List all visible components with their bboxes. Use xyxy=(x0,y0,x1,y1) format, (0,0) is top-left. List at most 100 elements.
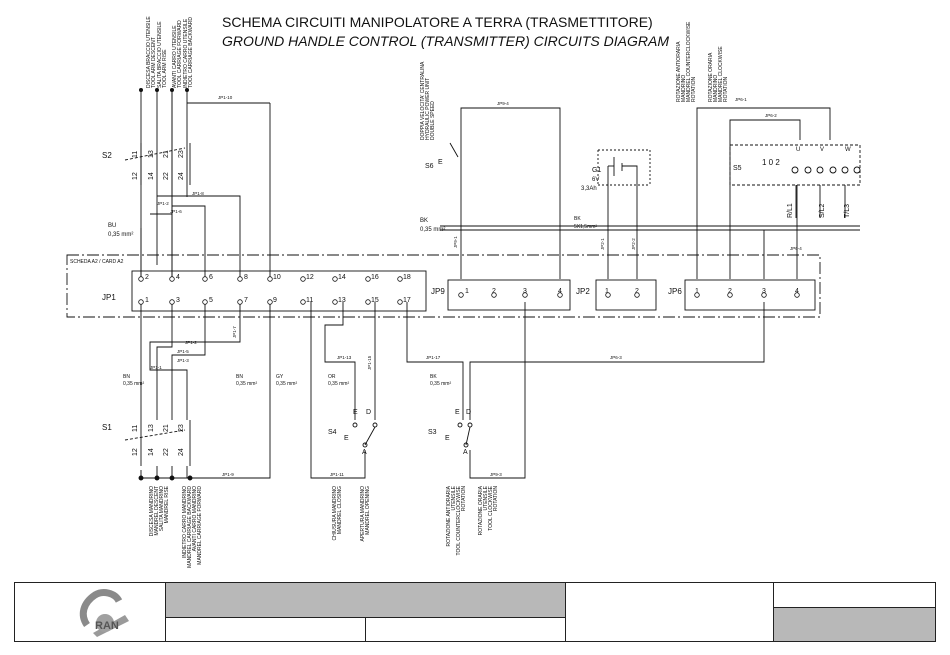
wire-tag: JP1-17 xyxy=(426,355,441,360)
function-label: MANDREL CLOCKWISE xyxy=(718,46,724,102)
function-label: MANDREL CARRIAGE BACKWARD xyxy=(187,486,193,568)
jp1-pin: 16 xyxy=(371,274,379,281)
wire-color: BK xyxy=(574,216,581,222)
wire-tag: JP9-1 xyxy=(453,236,458,248)
wire-size: 0,35 mm² xyxy=(236,381,257,387)
function-label: TOOL ARM RISE xyxy=(162,49,168,88)
jp2-label: JP2 xyxy=(576,287,590,296)
function-label: SALITA BRACCIO UTENSILE xyxy=(157,21,163,88)
battery-name: G1 xyxy=(592,167,601,174)
contact-number: 24 xyxy=(178,448,185,456)
wire-tag: JP1-1 xyxy=(150,365,162,370)
function-label: ROTATION xyxy=(493,486,499,511)
wire-color: BK xyxy=(420,218,428,224)
jp6-pin: 2 xyxy=(728,288,732,295)
wire-size: 5X1,5mm² xyxy=(574,224,597,230)
wire-tag: JP6-4 xyxy=(790,246,802,251)
contact-number: 14 xyxy=(148,172,155,180)
jp1-pin: 11 xyxy=(306,297,313,304)
wire-tag: JP1-5 xyxy=(177,349,189,354)
jp1-pin: 4 xyxy=(176,274,180,281)
wire-color: BN xyxy=(123,374,130,380)
wire-color: BK xyxy=(430,374,437,380)
function-label: ROTATION xyxy=(723,77,729,102)
jp1-pin: 10 xyxy=(273,274,281,281)
function-label: TOOL CARRIAGE FORWARD xyxy=(177,20,183,88)
jp9-pin: 2 xyxy=(492,288,496,295)
phase-label: R/L1 xyxy=(787,203,794,218)
jp9-connector xyxy=(447,279,571,311)
jp1-pin: 6 xyxy=(209,274,213,281)
function-label: MANDREL RISE xyxy=(164,485,170,523)
title-block-logo-cell: RAN xyxy=(14,582,166,642)
jp2-pin: 1 xyxy=(605,288,609,295)
contact-number: 21 xyxy=(163,424,170,432)
function-label: UTENSILE xyxy=(451,485,457,510)
function-label: SALITA MANDRINO xyxy=(159,486,165,531)
switch-s4-label: S4 xyxy=(328,429,337,436)
function-label: AVANTI CARRO MANDRINO xyxy=(192,486,198,551)
contact-number: 13 xyxy=(148,150,155,158)
function-label: TOOL CLOCKWISE xyxy=(488,485,494,530)
jp1-pin: 13 xyxy=(338,297,346,304)
switch-letter: E xyxy=(438,159,443,166)
function-label: APERTURA MANDRINO xyxy=(360,486,366,542)
s5-positions: 1 0 2 xyxy=(762,158,780,167)
phase-label: V xyxy=(820,147,824,153)
wire-tag: JP1-7 xyxy=(232,326,237,338)
jp1-pin: 5 xyxy=(209,297,213,304)
wire-tag: JP1-3 xyxy=(177,358,189,363)
wire-size: 0,35 mm² xyxy=(430,381,451,387)
jp6-pin: 3 xyxy=(762,288,766,295)
wire-tag: JP1-13 xyxy=(337,355,352,360)
jp6-label: JP6 xyxy=(668,287,682,296)
jp1-pin: 9 xyxy=(273,297,277,304)
switch-letter: D xyxy=(466,409,471,416)
wire-color: GY xyxy=(276,374,284,380)
title-block-cell xyxy=(365,617,566,642)
function-label: TOOL ARM DESCENT xyxy=(151,37,157,88)
wire-tag: JP6-3 xyxy=(610,355,622,360)
contact-number: 21 xyxy=(163,150,170,158)
jp1-pin: 7 xyxy=(244,297,248,304)
function-label: DOUBLE SPEED xyxy=(430,101,436,140)
function-label: ROTAZIONE ORARIA xyxy=(708,52,714,102)
switch-letter: A xyxy=(362,449,367,456)
wire-color: OR xyxy=(328,374,336,380)
wire-size: 0,35 mm² xyxy=(276,381,297,387)
wire-tag: JP1-2 xyxy=(185,340,197,345)
jp1-label: JP1 xyxy=(102,293,116,302)
wire-tag: JP2-2 xyxy=(631,238,636,250)
jp9-pin: 4 xyxy=(558,288,562,295)
title-block-cell xyxy=(773,582,936,608)
wire-tag: JP1-10 xyxy=(218,95,233,100)
function-label: DISCESA MANDRINO xyxy=(149,486,155,536)
jp1-pin: 3 xyxy=(176,297,180,304)
jp6-connector xyxy=(684,279,816,311)
title-english: GROUND HANDLE CONTROL (TRANSMITTER) CIRC… xyxy=(222,33,669,49)
wire-tag: JP1-6 xyxy=(170,209,182,214)
svg-text:RAN: RAN xyxy=(95,620,119,632)
jp1-pin: 12 xyxy=(306,274,314,281)
jp2-connector xyxy=(595,279,657,311)
switch-letter: D xyxy=(366,409,371,416)
title-italian: SCHEMA CIRCUITI MANIPOLATORE A TERRA (TR… xyxy=(222,14,653,30)
contact-number: 11 xyxy=(132,425,139,432)
contact-number: 13 xyxy=(148,424,155,432)
function-label: ROTATION xyxy=(461,486,467,511)
switch-s3-label: S3 xyxy=(428,429,437,436)
battery-voltage: 6V xyxy=(592,177,599,183)
title-block-cell xyxy=(565,582,774,642)
function-label: HYDRAULIC POWER UNIT xyxy=(425,78,431,140)
function-label: DOPPIA VELOCITA' CENTRALINA xyxy=(420,61,426,140)
wire-color: BN xyxy=(236,374,243,380)
switch-letter: E xyxy=(353,409,358,416)
wire-tag: JP6-1 xyxy=(735,97,747,102)
switch-s1-label: S1 xyxy=(102,423,112,432)
wire-size: 0,35 mm² xyxy=(108,232,133,238)
jp1-pin: 17 xyxy=(403,297,411,304)
switch-letter: A xyxy=(463,449,468,456)
function-label: INDIETRO CARRO MANDRINO xyxy=(182,486,188,558)
function-label: MANDREL COUNTERCLOCKWISE xyxy=(686,21,692,102)
